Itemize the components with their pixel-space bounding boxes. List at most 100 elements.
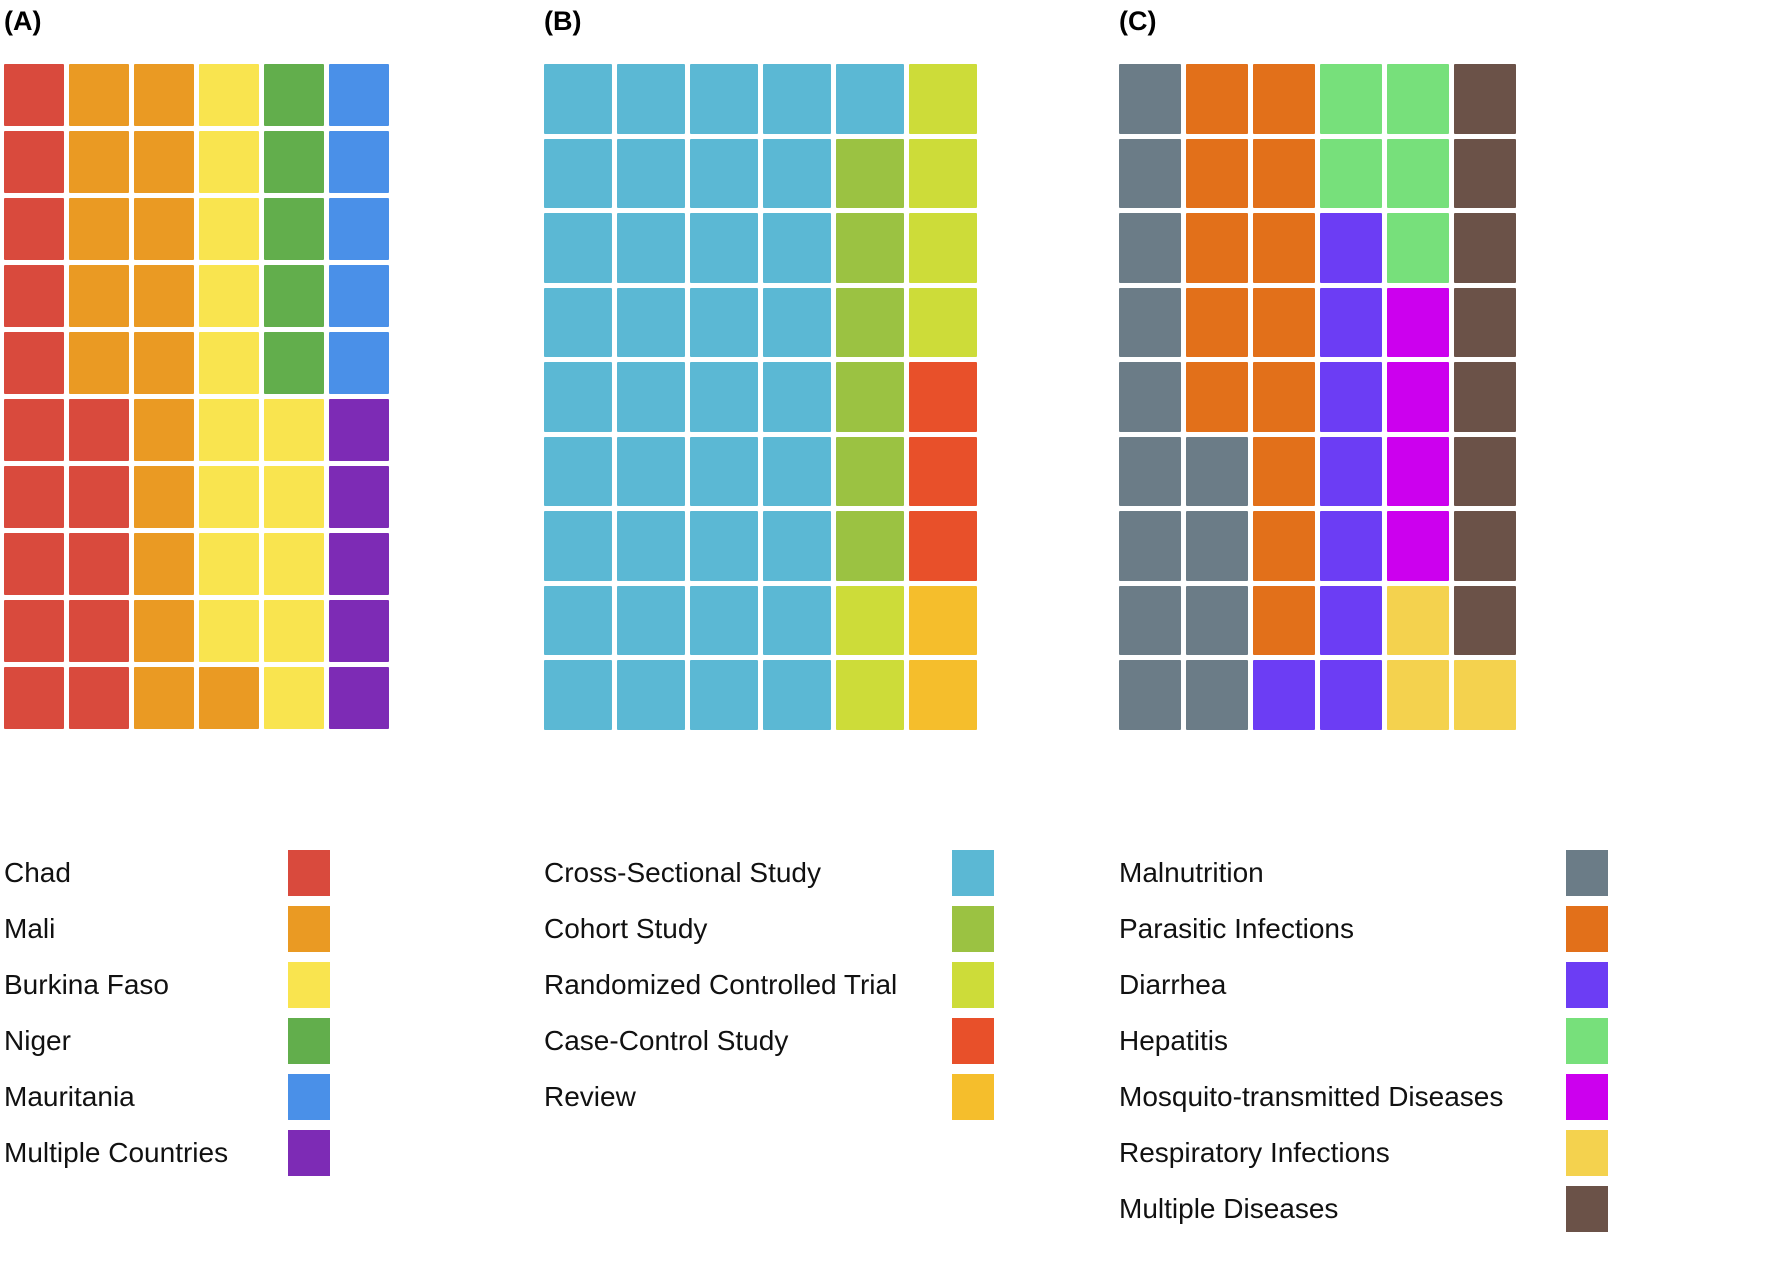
- waffle-cell: [690, 511, 758, 581]
- legend-item-label: Respiratory Infections: [1119, 1136, 1390, 1168]
- waffle-cell: [1186, 660, 1248, 730]
- waffle-cell: [763, 213, 831, 283]
- legend-item: Diarrhea: [1119, 957, 1639, 1013]
- waffle-cell: [1186, 436, 1248, 506]
- waffle-cell: [544, 436, 612, 506]
- waffle-cell: [1320, 64, 1382, 134]
- waffle-cell: [4, 131, 64, 193]
- waffle-cell: [836, 585, 904, 655]
- waffle-cell: [544, 213, 612, 283]
- waffle-cell: [134, 64, 194, 126]
- waffle-cell: [544, 362, 612, 432]
- waffle-cell: [199, 533, 259, 595]
- waffle-cell: [1186, 64, 1248, 134]
- waffle-cell: [199, 332, 259, 394]
- waffle-cell: [199, 466, 259, 528]
- waffle-cell: [763, 64, 831, 134]
- waffle-cell: [617, 436, 685, 506]
- waffle-cell: [4, 265, 64, 327]
- legend-color-swatch: [952, 962, 994, 1008]
- waffle-cell: [199, 198, 259, 260]
- waffle-cell: [1387, 436, 1449, 506]
- legend-item-label: Diarrhea: [1119, 968, 1227, 1000]
- waffle-cell: [1387, 660, 1449, 730]
- legend-item-label: Mali: [4, 912, 56, 944]
- waffle-cell: [134, 399, 194, 461]
- waffle-cell: [690, 660, 758, 730]
- waffle-cell: [134, 198, 194, 260]
- legend-item: Review: [544, 1069, 994, 1125]
- waffle-cell: [1320, 287, 1382, 357]
- waffle-cell: [134, 332, 194, 394]
- waffle-cell: [1253, 660, 1315, 730]
- legend-item: Niger: [4, 1013, 384, 1069]
- waffle-cell: [1253, 511, 1315, 581]
- waffle-cell: [690, 138, 758, 208]
- legend-item: Mali: [4, 901, 384, 957]
- waffle-cell: [329, 600, 389, 662]
- waffle-cell: [1454, 436, 1516, 506]
- legend-item: Respiratory Infections: [1119, 1125, 1639, 1181]
- waffle-cell: [69, 265, 129, 327]
- legend-color-swatch: [1566, 850, 1608, 896]
- legend-item-label: Niger: [4, 1024, 71, 1056]
- legend-color-swatch: [288, 1018, 330, 1064]
- legend-item-label: Hepatitis: [1119, 1024, 1228, 1056]
- waffle-cell: [1186, 362, 1248, 432]
- legend-item-label: Multiple Diseases: [1119, 1192, 1339, 1224]
- legend-item-label: Malnutrition: [1119, 856, 1264, 888]
- waffle-cell: [134, 265, 194, 327]
- waffle-cell: [134, 466, 194, 528]
- legend-item: Parasitic Infections: [1119, 901, 1639, 957]
- waffle-cell: [1454, 585, 1516, 655]
- waffle-cell: [1454, 138, 1516, 208]
- waffle-cell: [1320, 138, 1382, 208]
- waffle-cell: [1253, 436, 1315, 506]
- waffle-cell: [617, 213, 685, 283]
- waffle-cell: [763, 511, 831, 581]
- waffle-cell: [763, 362, 831, 432]
- waffle-cell: [1320, 436, 1382, 506]
- legend-color-swatch: [952, 1018, 994, 1064]
- waffle-cell: [69, 64, 129, 126]
- legend-item-label: Parasitic Infections: [1119, 912, 1354, 944]
- waffle-cell: [544, 138, 612, 208]
- waffle-cell: [264, 265, 324, 327]
- waffle-cell: [69, 533, 129, 595]
- legend-item-label: Mauritania: [4, 1080, 135, 1112]
- waffle-cell: [690, 213, 758, 283]
- waffle-cell: [199, 64, 259, 126]
- waffle-cell: [836, 213, 904, 283]
- waffle-cell: [836, 511, 904, 581]
- waffle-cell: [1320, 511, 1382, 581]
- waffle-cell: [134, 667, 194, 729]
- legend-item: Cross-Sectional Study: [544, 845, 994, 901]
- legend-item: Multiple Countries: [4, 1125, 384, 1181]
- waffle-cell: [617, 362, 685, 432]
- waffle-cell: [763, 138, 831, 208]
- waffle-cell: [836, 436, 904, 506]
- waffle-cell: [1253, 213, 1315, 283]
- waffle-cell: [1119, 287, 1181, 357]
- legend-item: Burkina Faso: [4, 957, 384, 1013]
- legend-item-label: Cohort Study: [544, 912, 708, 944]
- legend-color-swatch: [1566, 906, 1608, 952]
- waffle-cell: [544, 585, 612, 655]
- waffle-cell: [763, 585, 831, 655]
- waffle-cell: [329, 533, 389, 595]
- waffle-cell: [1186, 511, 1248, 581]
- waffle-cell: [909, 213, 977, 283]
- waffle-cell: [1387, 511, 1449, 581]
- waffle-cell: [69, 332, 129, 394]
- legend-item-label: Randomized Controlled Trial: [544, 968, 898, 1000]
- waffle-cell: [1186, 287, 1248, 357]
- waffle-cell: [836, 64, 904, 134]
- waffle-cell: [690, 362, 758, 432]
- waffle-cell: [4, 667, 64, 729]
- waffle-cell: [1454, 213, 1516, 283]
- waffle-cell: [1387, 287, 1449, 357]
- waffle-cell: [1253, 362, 1315, 432]
- legend-item-label: Mosquito-transmitted Diseases: [1119, 1080, 1504, 1112]
- waffle-cell: [1387, 138, 1449, 208]
